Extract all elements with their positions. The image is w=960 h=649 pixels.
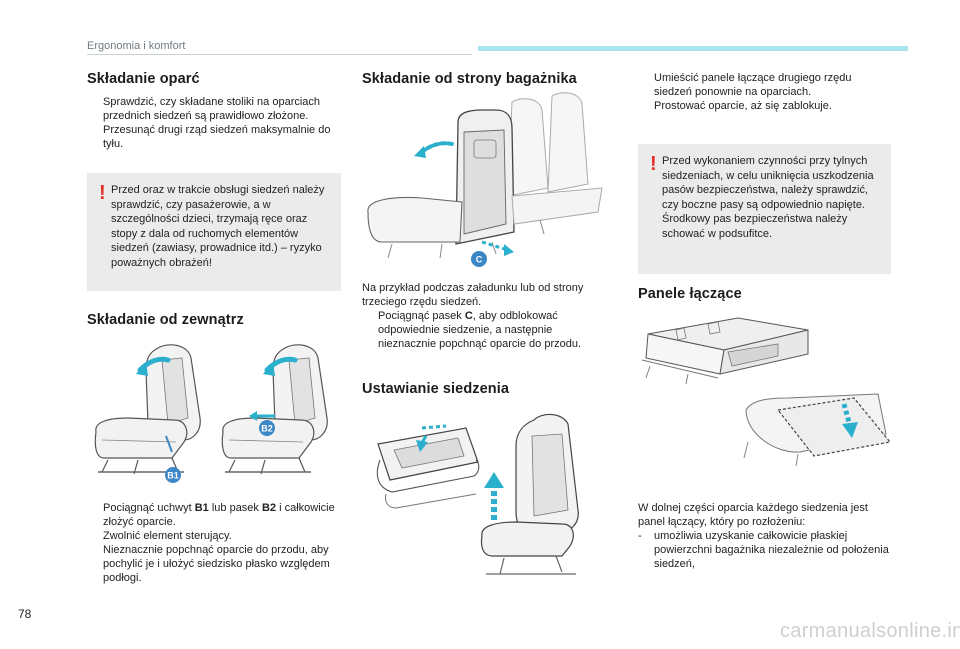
warning-text: Przed wykonaniem czynności przy tylnych … <box>662 155 874 240</box>
trunk-list: Pociągnąć pasek C, aby odblokować odpowi… <box>362 309 612 351</box>
footer-watermark: carmanualsonline.info <box>780 620 960 642</box>
list-item: Zwolnić element sterujący. <box>103 530 232 542</box>
warning-box-safety: ! Przed oraz w trakcie obsługi siedzeń n… <box>87 173 341 291</box>
header-accent-bar <box>478 46 908 51</box>
badge-c: C <box>471 251 487 267</box>
list-item: Pociągnąć pasek C, aby odblokować odpowi… <box>378 310 582 350</box>
badge-b2: B2 <box>259 420 275 436</box>
svg-text:B1: B1 <box>167 471 179 481</box>
seat-row-illustration-c: C <box>367 92 603 267</box>
list-item: Umieścić panele łączące drugiego rzędu s… <box>654 72 852 98</box>
warning-icon: ! <box>99 182 106 204</box>
svg-text:C: C <box>476 255 483 265</box>
trunk-intro: Na przykład podczas załadunku lub od str… <box>362 282 584 308</box>
list-item: Nieznacznie popchnąć oparcie do przodu, … <box>103 544 330 584</box>
list-item: Pociągnąć uchwyt B1 lub pasek B2 i całko… <box>103 502 335 528</box>
svg-text:B2: B2 <box>261 424 273 434</box>
list-item: -umożliwia uzyskanie całkowicie płaskiej… <box>638 530 889 570</box>
list-item: Prostować oparcie, aż się zablokuje. <box>654 100 832 112</box>
section-title: Ergonomia i komfort <box>87 40 186 52</box>
header-rule <box>87 54 472 55</box>
badge-b1: B1 <box>165 467 181 483</box>
panels-intro: W dolnej części oparcia każdego siedzeni… <box>638 502 868 528</box>
list-item: Przesunąć drugi rząd siedzeń maksymalnie… <box>103 124 331 150</box>
heading-panels: Panele łączące <box>638 286 742 302</box>
dash-marker: - <box>638 530 642 542</box>
heading-position: Ustawianie siedzenia <box>362 381 510 397</box>
seat-illustration-b2: B2 <box>221 344 328 475</box>
panels-list: -umożliwia uzyskanie całkowicie płaskiej… <box>638 529 893 571</box>
warning-text: Przed oraz w trakcie obsługi siedzeń nal… <box>111 184 325 269</box>
heading-trunk: Składanie od strony bagażnika <box>362 71 577 87</box>
reinstall-list: Umieścić panele łączące drugiego rzędu s… <box>638 71 890 113</box>
seat-adjust-illustration <box>376 413 579 575</box>
warning-icon: ! <box>650 153 657 175</box>
seat-illustration-b1: B1 <box>94 344 201 483</box>
heading-folding: Składanie oparć <box>87 71 200 87</box>
folding-list: Sprawdzić, czy składane stoliki na oparc… <box>87 95 342 151</box>
page-number: 78 <box>18 607 32 621</box>
heading-outside: Składanie od zewnątrz <box>87 312 244 328</box>
list-item: Sprawdzić, czy składane stoliki na oparc… <box>103 96 321 122</box>
outside-list: Pociągnąć uchwyt B1 lub pasek B2 i całko… <box>87 501 342 585</box>
warning-box-belts: ! Przed wykonaniem czynności przy tylnyc… <box>638 144 891 274</box>
connecting-panels-illustration <box>641 317 892 467</box>
